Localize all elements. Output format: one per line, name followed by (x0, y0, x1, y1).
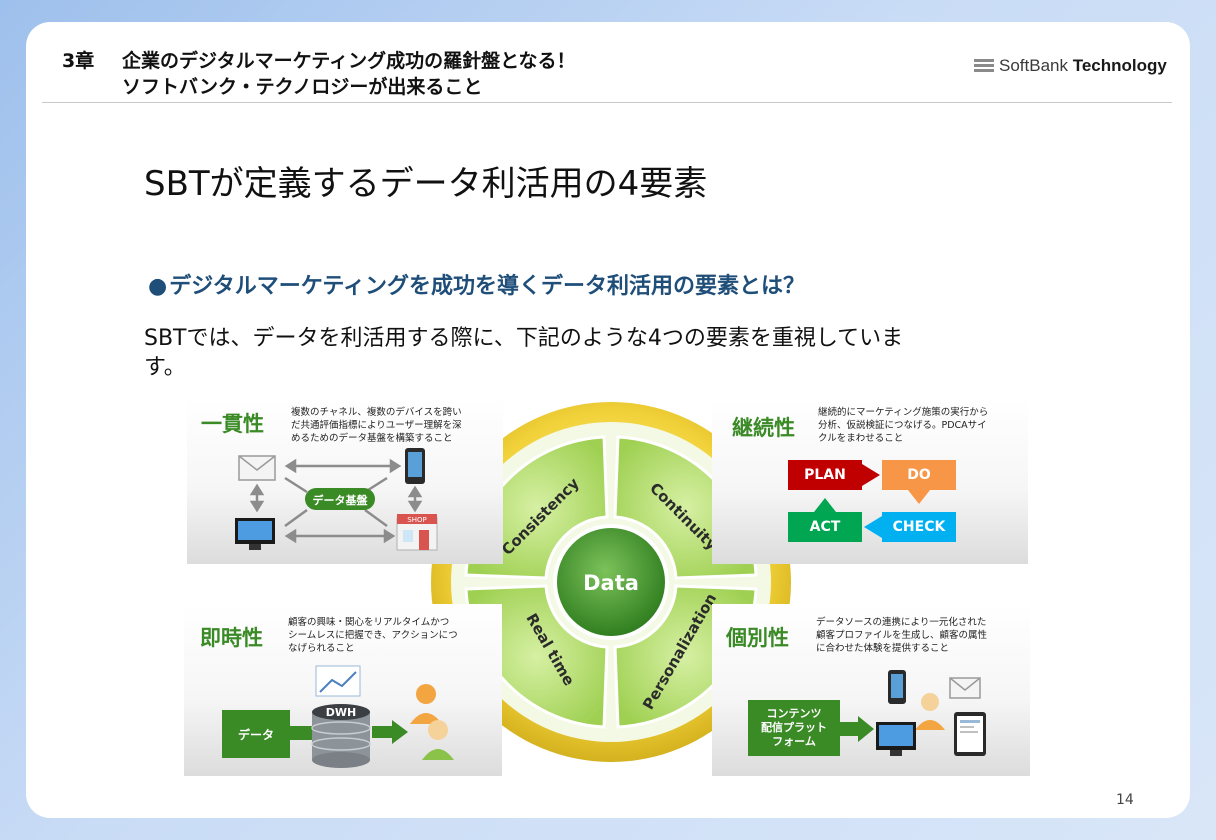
arrow-plan-to-do (862, 464, 880, 486)
body-text: SBTでは、データを利活用する際に、下記のような4つの要素を重視していま す。 (144, 324, 1024, 382)
panel-desc-realtime: 顧客の興味・関心をリアルタイムかつ シームレスに把握でき、アクションにつ なげら… (288, 617, 458, 654)
consistency-illustration: SHOP データ基盤 (235, 448, 438, 551)
slide: 3章 企業のデジタルマーケティング成功の羅針盤となる！ ソフトバンク・テクノロジ… (26, 22, 1190, 818)
content-platform-box: コンテンツ 配信プラット フォーム (748, 700, 840, 756)
smartphone-icon (888, 670, 906, 704)
svg-text:データ基盤: データ基盤 (313, 493, 369, 507)
pdca-plan: PLAN (788, 460, 862, 490)
center-label: Data (583, 571, 639, 595)
header-divider (42, 102, 1172, 103)
data-source-box: データ (222, 710, 290, 758)
panel-continuity: 継続性 継続的にマーケティング施策の実行から 分析、仮説検証につなげる。PDCA… (712, 398, 1028, 564)
pdca-act: ACT (788, 512, 862, 542)
panel-realtime: 即時性 顧客の興味・関心をリアルタイムかつ シームレスに把握でき、アクションにつ… (184, 604, 502, 776)
panel-consistency: 一貫性 複数のチャネル、複数のデバイスを跨い だ共通評価指標によりユーザー理解を… (187, 398, 503, 564)
email-icon (949, 677, 981, 699)
panel-title-continuity: 継続性 (732, 416, 795, 440)
panel-title-realtime: 即時性 (200, 626, 263, 650)
dwh-database-icon: DWH (311, 704, 371, 768)
panel-personalization: 個別性 データソースの連携により一元化された 顧客プロファイルを生成し、顧客の属… (712, 604, 1030, 776)
panel-desc-continuity: 継続的にマーケティング施策の実行から 分析、仮説検証につなげる。PDCAサイ ク… (818, 407, 989, 444)
personalization-illustration (840, 670, 986, 756)
svg-text:SHOP: SHOP (407, 516, 426, 524)
pdca-do: DO (882, 460, 956, 490)
bullet-icon: ● (148, 274, 168, 299)
shop-icon: SHOP (396, 514, 438, 551)
panel-desc-consistency: 複数のチャネル、複数のデバイスを跨い だ共通評価指標によりユーザー理解を深 める… (291, 407, 462, 444)
body-line-2: す。 (144, 355, 186, 380)
data-core (553, 524, 669, 640)
arrow-do-to-check (908, 490, 930, 504)
chapter-number: 3章 (62, 50, 95, 72)
softbank-technology-logo: SoftBank Technology (974, 56, 1167, 76)
panel-desc-personalization: データソースの連携により一元化された 顧客プロファイルを生成し、顧客の属性 に合… (816, 617, 988, 654)
realtime-illustration: DWH (290, 665, 454, 768)
page-title: SBTが定義するデータ利活用の4要素 (144, 164, 708, 204)
data-circle-diagram: Data Consistency Continuity Real time Pe… (431, 402, 791, 762)
chart-icon (315, 665, 361, 697)
subtitle: ●デジタルマーケティングを成功を導くデータ利活用の要素とは？ (148, 274, 806, 299)
arrow-check-to-act (864, 516, 882, 538)
panel-title-personalization: 個別性 (726, 626, 789, 650)
data-foundation-badge (305, 488, 375, 510)
user-icon-orange (410, 684, 442, 724)
user-icon-green (422, 720, 454, 760)
body-line-1: SBTでは、データを利活用する際に、下記のような4つの要素を重視していま (144, 326, 904, 351)
page-number: 14 (1116, 792, 1134, 808)
logo-text: SoftBank Technology (999, 56, 1167, 75)
user-icon (915, 693, 945, 730)
chapter-title-line2: ソフトバンク・テクノロジーが出来ること (122, 76, 483, 98)
logo-bars-icon (974, 59, 994, 73)
panel-title-consistency: 一貫性 (201, 412, 264, 436)
tablet-icon (954, 712, 986, 756)
chapter-title-line1: 企業のデジタルマーケティング成功の羅針盤となる！ (122, 50, 576, 72)
arrow-act-to-plan (814, 498, 836, 512)
svg-text:DWH: DWH (326, 706, 356, 719)
pdca-check: CHECK (882, 512, 956, 542)
monitor-icon (876, 722, 916, 756)
